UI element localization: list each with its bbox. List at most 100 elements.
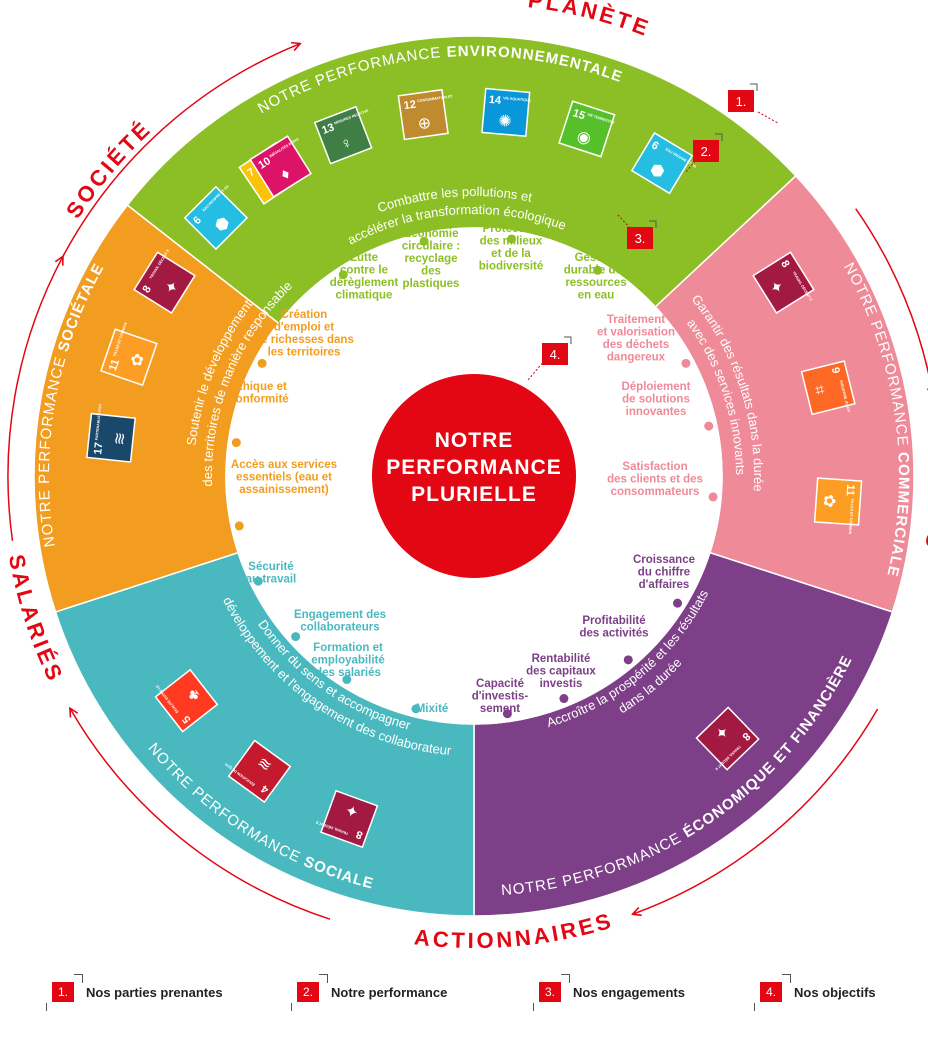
svg-text:8: 8 [141,284,154,296]
svg-text:11: 11 [107,358,122,373]
svg-text:12: 12 [403,99,417,113]
objective-dot-sociale-2 [342,675,352,685]
cycle-arrow-5 [7,257,63,542]
step-marker-2: 2. [684,133,723,174]
objective-dot-environnementale-3 [507,234,517,244]
legend-label-1: Nos parties prenantes [86,984,223,1000]
objective-dot-sociale-3 [291,632,301,642]
center-title-2: PERFORMANCE [386,456,562,479]
step-marker-label-4: 4. [550,347,561,362]
svg-text:9: 9 [829,366,842,375]
objective-dot-commerciale-1 [681,358,691,368]
legend-item-1: 1. Nos parties prenantes [45,974,223,1011]
objective-dot-economique-3 [559,694,569,704]
objective-dot-economique-4 [502,709,512,719]
legend-number-2: 2. [290,974,329,1011]
svg-text:14: 14 [488,94,502,107]
objective-dot-commerciale-3 [708,492,718,502]
objective-dot-societale-3 [257,358,267,368]
legend-label-2: Notre performance [331,984,448,1000]
svg-text:VILLES ET COMMUN: VILLES ET COMMUN [848,498,855,534]
svg-text:⊕: ⊕ [417,115,433,134]
svg-text:✺: ✺ [498,113,513,131]
svg-text:VIE AQUATIQUE: VIE AQUATIQUE [503,96,532,102]
legend-number-3: 3. [532,974,571,1011]
svg-text:INDUSTRIE, INNOV: INDUSTRIE, INNOV [839,380,851,413]
svg-text:PARTENARIATS POU: PARTENARIATS POU [95,403,103,440]
center-title-1: NOTRE [435,429,514,452]
svg-text:6: 6 [649,139,660,152]
svg-text:8: 8 [355,828,365,841]
legend-number-1: 1. [45,974,84,1011]
svg-text:11: 11 [844,484,857,496]
stakeholder-planete: PLANÈTE [527,0,654,42]
commitment-ring-line [225,227,723,725]
step-marker-4: 4. [527,336,572,381]
svg-text:13: 13 [320,121,336,137]
svg-text:⌗: ⌗ [810,384,829,397]
svg-text:CONSOMMATION ET: CONSOMMATION ET [417,94,454,103]
objective-sociale-1: Mixité [416,703,449,715]
svg-text:≋: ≋ [111,431,129,446]
svg-text:✿: ✿ [128,351,148,369]
objective-dot-economique-2 [623,655,633,665]
stakeholder-cycle-arrows [7,44,928,920]
center-disc [372,374,576,578]
stakeholder-clients: CLIENTS [920,435,928,551]
svg-text:7: 7 [245,166,257,179]
legend-label-3: Nos engagements [573,984,685,1000]
cycle-arrow-2 [855,208,928,395]
center-title-3: PLURIELLE [411,483,537,506]
step-marker-3: 3. [617,214,657,249]
step-marker-label-3: 3. [635,231,646,246]
legend-item-3: 3. Nos engagements [532,974,685,1011]
legend-number-4: 4. [753,974,792,1011]
objective-dot-environnementale-2 [419,236,429,246]
legend-item-4: 4. Nos objectifs [753,974,876,1011]
svg-text:15: 15 [571,107,586,122]
svg-text:10: 10 [256,155,273,172]
cycle-arrow-1 [61,44,300,258]
step-marker-label-2: 2. [701,144,712,159]
cycle-arrow-4 [70,709,331,920]
objective-dot-economique-1 [673,598,683,608]
objective-dot-environnementale-4 [593,265,603,275]
objective-dot-societale-2 [231,438,241,448]
objective-dot-environnementale-1 [338,270,348,280]
step-markers: 1. 2. 3. 4. [527,83,779,381]
step-marker-1: 1. [728,83,779,124]
svg-text:✿: ✿ [820,494,838,509]
legend-item-2: 2. Notre performance [290,974,448,1011]
objective-dot-commerciale-2 [704,421,714,431]
cycle-arrow-3 [633,708,879,914]
objective-dot-sociale-4 [253,576,263,586]
